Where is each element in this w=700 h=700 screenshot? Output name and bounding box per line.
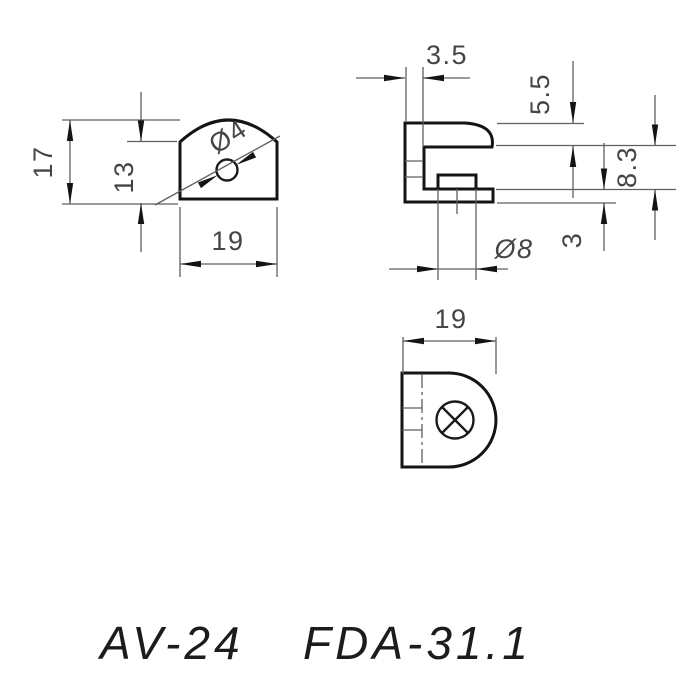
hole-dia-arrow-lower	[197, 175, 218, 189]
side-view-outline	[403, 121, 495, 204]
top-hole-cross-2	[441, 406, 469, 434]
side-dim35-arrow-left	[384, 74, 405, 82]
front-height-total-label: 17	[28, 145, 58, 178]
top-view-outline	[400, 371, 498, 469]
side-slot-height-label: 8.3	[612, 146, 642, 188]
top-width-label: 19	[434, 304, 467, 334]
front-dim17-arrow-bottom	[66, 183, 74, 204]
side-dim-boss-arrow-left	[417, 265, 438, 273]
front-dim17-arrow-top	[66, 120, 74, 141]
front-dim19-arrow-left	[180, 260, 201, 268]
front-view: Ø4 17 13 19	[28, 92, 281, 277]
hole-dia-arrow-upper	[236, 151, 257, 165]
front-dim19-arrow-right	[256, 260, 277, 268]
side-dim35-arrow-right	[423, 74, 444, 82]
side-dim3-arrow-top	[600, 168, 608, 190]
front-view-hole	[215, 158, 239, 182]
title-block: AV-24 FDA-31.1	[97, 617, 532, 669]
front-hole-dia-label: Ø4	[204, 113, 253, 159]
top-dim19-arrow-left	[403, 337, 424, 345]
side-dim83-arrow-bottom	[651, 189, 659, 211]
top-view: 19	[400, 304, 498, 469]
top-view-hole	[435, 400, 475, 440]
top-dim19-arrow-right	[475, 337, 496, 345]
side-dim3-arrow-bottom	[600, 203, 608, 224]
side-dim83-arrow-top	[651, 124, 659, 146]
front-dim13-arrow-bottom	[137, 203, 145, 224]
front-width-label: 19	[211, 226, 244, 256]
hole-dia-leader-line	[154, 135, 281, 206]
part-code-label: AV-24	[97, 617, 244, 669]
front-view-outline	[178, 118, 279, 201]
side-view-boss	[436, 173, 478, 191]
side-base-thickness-label: 3	[557, 232, 587, 249]
side-lip-height-label: 5.5	[525, 73, 555, 115]
model-code-label: FDA-31.1	[303, 617, 532, 669]
front-dim13-arrow-top	[137, 120, 145, 142]
side-dim-boss-arrow-right	[476, 265, 497, 273]
side-boss-dia-label: Ø8	[493, 234, 533, 264]
side-dim55-arrow-bottom	[569, 146, 577, 167]
side-view: 3.5 5.5 8.3 3 Ø8	[356, 40, 676, 280]
front-inner-height-label: 13	[109, 160, 139, 193]
side-dim55-arrow-top	[569, 102, 577, 123]
side-wall-thickness-label: 3.5	[426, 40, 468, 70]
